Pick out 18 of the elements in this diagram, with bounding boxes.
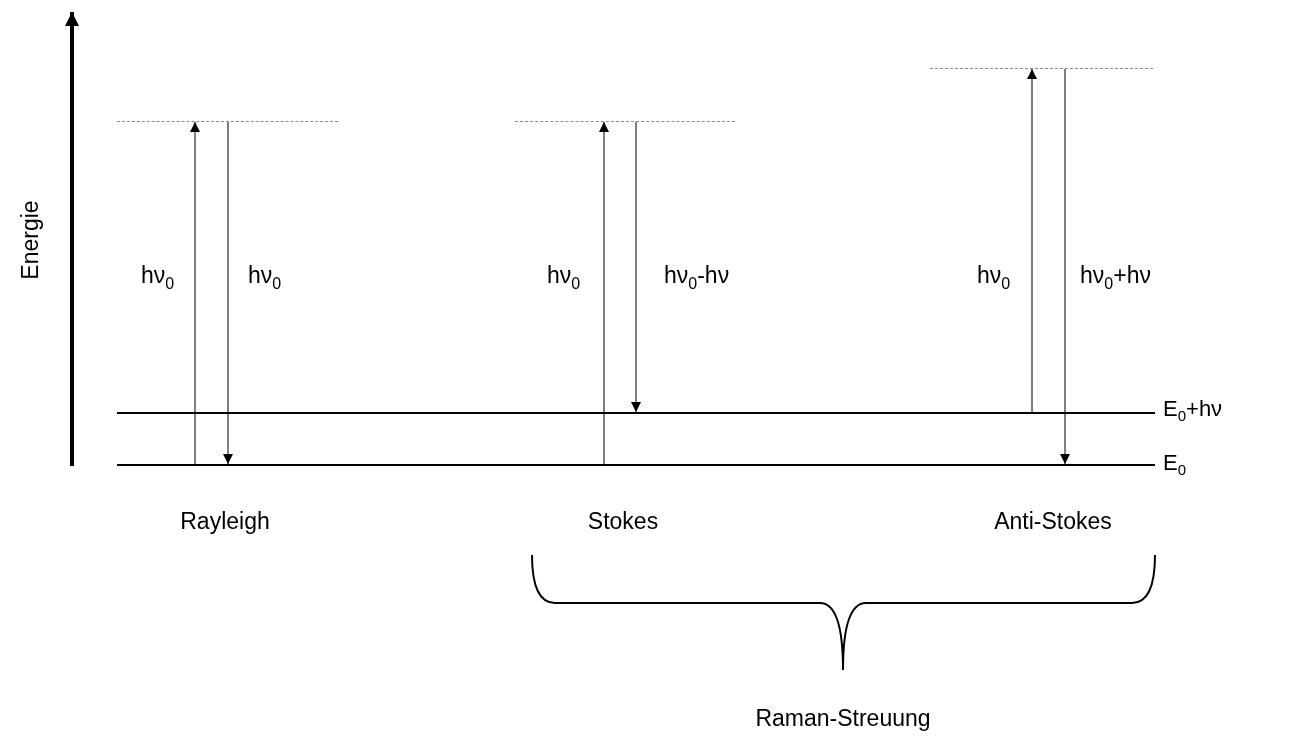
- scattering-label: Stokes: [587, 508, 659, 535]
- energy-level-line: [117, 412, 1155, 414]
- transition-arrow: [1060, 68, 1070, 465]
- virtual-level-line: [117, 121, 338, 122]
- axis-title: Energie: [16, 200, 44, 280]
- transition-arrow: [1027, 68, 1037, 413]
- transition-arrow: [190, 121, 200, 465]
- virtual-level-line: [930, 68, 1153, 69]
- level-label: E$_{0}$+hν: [1163, 396, 1223, 425]
- virtual-level-line: [515, 121, 735, 122]
- scattering-label: Rayleigh: [180, 508, 270, 535]
- scattering-label: Anti-Stokes: [994, 508, 1112, 535]
- scattering-label: Raman-Streuung: [755, 705, 931, 732]
- transition-arrow: [631, 121, 641, 413]
- transition-arrow: [223, 121, 233, 465]
- transition-arrow: [599, 121, 609, 465]
- energy-level-line: [117, 464, 1155, 466]
- level-label: E$_{0}$: [1163, 450, 1187, 479]
